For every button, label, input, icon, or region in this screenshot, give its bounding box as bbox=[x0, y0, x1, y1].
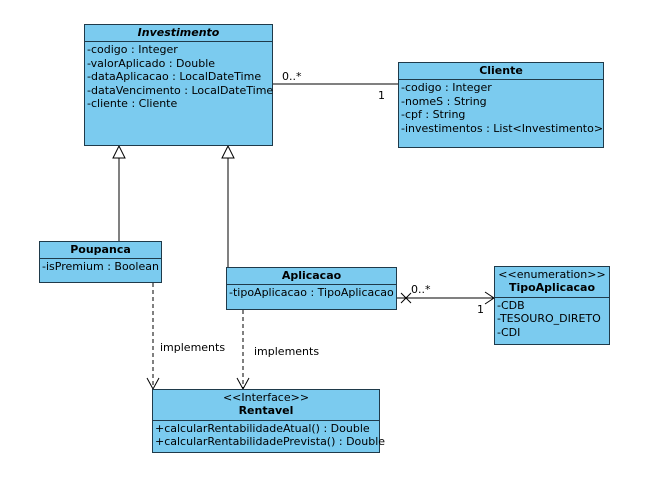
enum-literal: -CDB bbox=[497, 298, 525, 312]
class-name: Cliente bbox=[479, 64, 523, 77]
attribute: -cpf : String bbox=[401, 108, 466, 122]
stereotype-label: <<enumeration>> bbox=[498, 268, 606, 281]
attribute: -nomeS : String bbox=[401, 94, 487, 108]
class-name: Aplicacao bbox=[281, 269, 342, 282]
multiplicity-tipoaplicacao-end: 1 bbox=[477, 303, 484, 316]
enum-literal: -CDI bbox=[497, 325, 521, 339]
operation: +calcularRentabilidadePrevista() : Doubl… bbox=[155, 435, 386, 449]
implements-label-aplicacao: implements bbox=[254, 345, 320, 358]
attribute: -dataAplicacao : LocalDateTime bbox=[87, 70, 262, 84]
enum-tipoaplicacao[interactable]: <<enumeration>> TipoAplicacao -CDB -TESO… bbox=[494, 266, 610, 345]
implements-label-poupanca: implements bbox=[160, 341, 226, 354]
attribute: -investimentos : List<Investimento> bbox=[401, 121, 604, 135]
attribute: -tipoAplicacao : TipoAplicacao bbox=[229, 286, 394, 300]
generalization-aplicacao-arrowhead bbox=[221, 144, 235, 159]
association-aplicacao-tipo-x2 bbox=[400, 292, 412, 304]
generalization-poupanca-arrowhead bbox=[112, 144, 126, 159]
interface-rentavel[interactable]: <<Interface>> Rentavel +calcularRentabil… bbox=[152, 389, 386, 453]
class-aplicacao[interactable]: Aplicacao -tipoAplicacao : TipoAplicacao bbox=[226, 267, 397, 310]
class-poupanca[interactable]: Poupanca -isPremium : Boolean bbox=[39, 241, 162, 283]
attribute: -codigo : Integer bbox=[87, 43, 178, 57]
attribute: -dataVencimento : LocalDateTime bbox=[87, 83, 274, 97]
attribute: -cliente : Cliente bbox=[87, 97, 178, 111]
multiplicity-cliente-end: 1 bbox=[378, 89, 385, 102]
stereotype-label: <<Interface>> bbox=[222, 391, 310, 404]
attribute: -valorAplicado : Double bbox=[87, 56, 216, 70]
class-name: TipoAplicacao bbox=[508, 281, 596, 295]
class-cliente[interactable]: Cliente -codigo : Integer -nomeS : Strin… bbox=[398, 62, 604, 148]
multiplicity-aplicacao-end: 0..* bbox=[411, 283, 431, 296]
attribute: -codigo : Integer bbox=[401, 81, 492, 95]
enum-literal: -TESOURO_DIRETO bbox=[497, 312, 601, 326]
multiplicity-investimento-end: 0..* bbox=[282, 70, 302, 83]
class-name: Poupanca bbox=[70, 243, 131, 256]
operation: +calcularRentabilidadeAtual() : Double bbox=[155, 421, 370, 435]
class-investimento[interactable]: Investimento -codigo : Integer -valorApl… bbox=[84, 24, 273, 146]
class-name: Rentavel bbox=[238, 404, 294, 418]
class-name: Investimento bbox=[137, 26, 220, 39]
attribute: -isPremium : Boolean bbox=[42, 260, 159, 274]
